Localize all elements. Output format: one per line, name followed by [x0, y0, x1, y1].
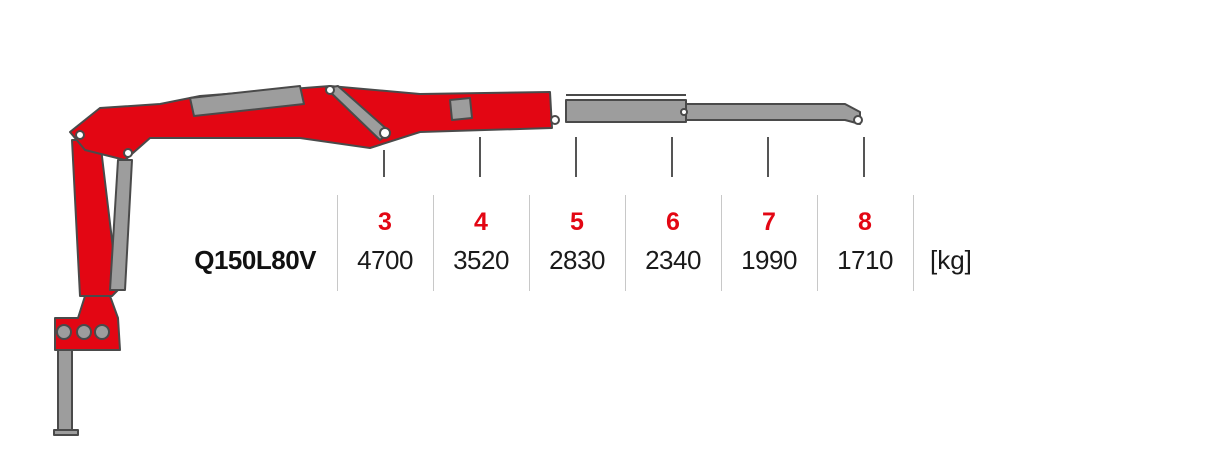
capacity-value: 1990: [741, 245, 797, 275]
reach-label: 6: [666, 208, 680, 236]
column-cylinder: [109, 159, 133, 291]
table-divider: [529, 195, 530, 291]
reach-marker-6: [671, 137, 673, 177]
capacity-value: 1710: [837, 245, 893, 275]
reach-label: 7: [762, 208, 776, 236]
stabilizer-foot: [53, 429, 79, 436]
extension-1: [565, 99, 687, 123]
table-divider: [433, 195, 434, 291]
table-divider: [337, 195, 338, 291]
crane-base: [54, 295, 121, 351]
reach-marker-3: [383, 150, 385, 177]
unit-label: [kg]: [930, 245, 972, 275]
reach-marker-5: [575, 137, 577, 177]
extension-2: [685, 103, 861, 125]
table-divider: [817, 195, 818, 291]
reach-marker-8: [863, 137, 865, 177]
table-divider: [913, 195, 914, 291]
reach-label: 8: [858, 208, 872, 236]
reach-marker-7: [767, 137, 769, 177]
capacity-value: 4700: [357, 245, 413, 275]
model-name: Q150L80V: [194, 245, 316, 275]
reach-marker-4: [479, 137, 481, 177]
table-divider: [721, 195, 722, 291]
capacity-value: 2830: [549, 245, 605, 275]
reach-label: 4: [474, 208, 488, 236]
capacity-value: 2340: [645, 245, 701, 275]
boom-cylinder: [189, 85, 305, 117]
reach-label: 5: [570, 208, 584, 236]
table-divider: [625, 195, 626, 291]
reach-label: 3: [378, 208, 392, 236]
capacity-value: 3520: [453, 245, 509, 275]
